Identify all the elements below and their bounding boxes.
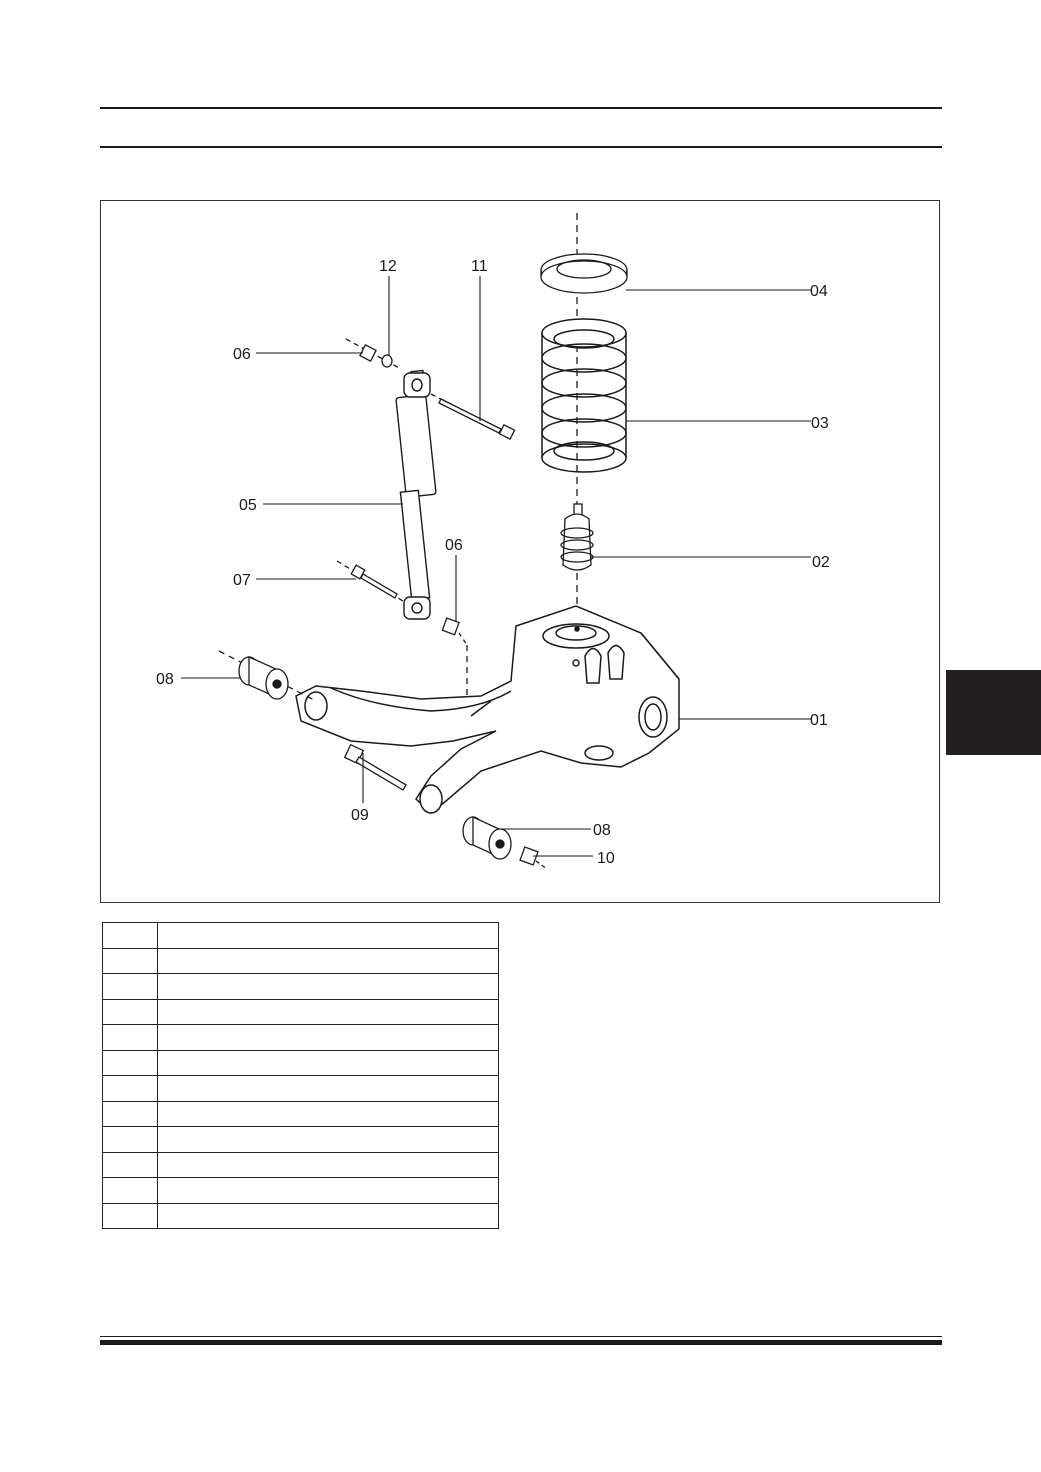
part-name-cell <box>157 1177 499 1204</box>
chapter-side-tab <box>946 670 1041 755</box>
spring-seat-insulator <box>540 253 628 294</box>
part-name-cell <box>157 922 499 949</box>
table-row <box>102 1177 499 1204</box>
part-name-cell <box>157 1126 499 1153</box>
part-number-cell <box>102 922 158 949</box>
callout-08-upper: 08 <box>156 671 174 688</box>
part-number-cell <box>102 1024 158 1051</box>
header-rule-top <box>100 107 942 109</box>
callout-08-lower: 08 <box>593 822 611 839</box>
part-number-cell <box>102 1049 158 1076</box>
table-row <box>102 1151 499 1178</box>
part-name-cell <box>157 1049 499 1076</box>
table-row <box>102 998 499 1025</box>
table-row <box>102 1075 499 1102</box>
part-name-cell <box>157 1202 499 1229</box>
parts-list-table <box>102 922 499 1229</box>
table-row <box>102 973 499 1000</box>
table-row <box>102 1100 499 1127</box>
table-row <box>102 1126 499 1153</box>
front-bushing-lower <box>462 815 512 860</box>
callout-06-upper: 06 <box>233 346 251 363</box>
part-number-cell <box>102 998 158 1025</box>
part-number-cell <box>102 947 158 974</box>
part-name-cell <box>157 1024 499 1051</box>
bushing-nut <box>519 846 548 870</box>
part-name-cell <box>157 998 499 1025</box>
part-name-cell <box>157 947 499 974</box>
part-name-cell <box>157 1075 499 1102</box>
table-row <box>102 922 499 949</box>
rear-suspension-exploded-view: 04 03 02 01 06 12 11 05 06 07 08 09 08 1… <box>156 213 830 870</box>
part-number-cell <box>102 1075 158 1102</box>
part-name-cell <box>157 973 499 1000</box>
part-number-cell <box>102 1177 158 1204</box>
shock-absorber <box>395 369 437 620</box>
callout-03: 03 <box>811 415 829 432</box>
upper-nut-washer <box>345 338 402 370</box>
part-number-cell <box>102 1151 158 1178</box>
header-rule-bottom <box>100 146 942 148</box>
exploded-diagram-frame: 04 03 02 01 06 12 11 05 06 07 08 09 08 1… <box>100 200 940 903</box>
footer-rule-thin <box>100 1336 942 1337</box>
front-bushing-upper <box>218 650 317 702</box>
footer-rule-thick <box>100 1340 942 1345</box>
pivot-bolt <box>343 743 407 791</box>
part-number-cell <box>102 1126 158 1153</box>
coil-spring <box>541 318 627 473</box>
part-number-cell <box>102 973 158 1000</box>
callout-11: 11 <box>471 258 488 275</box>
upper-mount-bolt <box>430 393 516 441</box>
lower-mount-bolt <box>336 560 404 602</box>
table-row <box>102 1049 499 1076</box>
lower-nut <box>441 617 468 695</box>
callout-01: 04 <box>810 283 828 300</box>
callout-02: 02 <box>812 554 830 571</box>
leader-lines <box>181 276 811 857</box>
bump-stop <box>560 503 594 571</box>
part-name-cell <box>157 1151 499 1178</box>
callout-05: 05 <box>239 497 257 514</box>
callout-01-arm: 01 <box>810 712 828 729</box>
part-number-cell <box>102 1100 158 1127</box>
table-row <box>102 1202 499 1229</box>
callout-09: 09 <box>351 807 369 824</box>
callout-07: 07 <box>233 572 251 589</box>
table-row <box>102 947 499 974</box>
callout-12: 12 <box>379 258 397 275</box>
callout-10: 10 <box>597 850 615 867</box>
trailing-arm <box>295 605 680 814</box>
callout-06-lower: 06 <box>445 537 463 554</box>
part-name-cell <box>157 1100 499 1127</box>
table-row <box>102 1024 499 1051</box>
part-number-cell <box>102 1202 158 1229</box>
